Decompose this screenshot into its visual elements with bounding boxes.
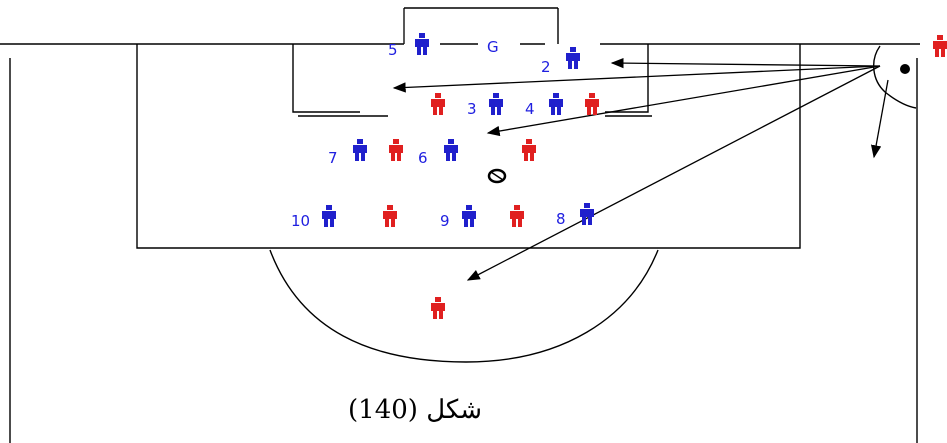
- arrow-to-penalty-spot: [486, 65, 881, 137]
- player-icon: [383, 205, 397, 227]
- player-red: [585, 93, 599, 115]
- player-blue-5: 5: [388, 33, 429, 59]
- player-number: 4: [525, 100, 535, 118]
- penalty-area: [136, 44, 801, 249]
- arrows: [392, 57, 889, 281]
- arrow-short-corner: [870, 79, 889, 159]
- player-red: [510, 205, 524, 227]
- player-icon: [415, 33, 429, 55]
- player-icon: [489, 93, 503, 115]
- penalty-arc: [269, 249, 659, 363]
- player-number: 10: [291, 212, 310, 230]
- goal-area-right: [605, 44, 649, 113]
- player-red: [431, 297, 445, 319]
- player-blue-3: 3: [467, 93, 503, 118]
- player-number: 5: [388, 41, 398, 59]
- player-red: [431, 93, 445, 115]
- player-icon: [585, 93, 599, 115]
- player-icon: [566, 47, 580, 69]
- goal-area-left: [292, 44, 360, 113]
- arrow-to-near-post: [610, 57, 881, 69]
- player-icon: [431, 297, 445, 319]
- player-red: [933, 35, 947, 57]
- player-blue-6: 6: [418, 139, 458, 167]
- player-icon: [389, 139, 403, 161]
- player-icon: [933, 35, 947, 57]
- player-icon: [510, 205, 524, 227]
- player-number: 9: [440, 212, 450, 230]
- player-icon: [444, 139, 458, 161]
- goalkeeper-label: G: [487, 38, 499, 56]
- player-red: [383, 205, 397, 227]
- player-blue-9: 9: [440, 205, 476, 230]
- player-blue-10: 10: [291, 205, 336, 230]
- player-number: 6: [418, 149, 428, 167]
- player-number: 2: [541, 58, 551, 76]
- corner-ball-icon: [900, 64, 910, 74]
- player-blue-4: 4: [525, 93, 563, 118]
- player-icon: [549, 93, 563, 115]
- player-icon: [322, 205, 336, 227]
- player-blue-2: 2: [541, 47, 580, 76]
- field-lines: [0, 7, 920, 443]
- arrow-to-goal-area: [392, 65, 881, 93]
- player-icon: [580, 203, 594, 225]
- player-blue-8: 8: [556, 203, 594, 228]
- ball-icon: [487, 168, 507, 184]
- player-icon: [353, 139, 367, 161]
- player-icon: [522, 139, 536, 161]
- player-icon: [431, 93, 445, 115]
- arrow-to-arc: [466, 65, 881, 281]
- player-number: 3: [467, 100, 477, 118]
- corner-arc: [873, 45, 917, 109]
- player-number: 8: [556, 210, 566, 228]
- player-red: [522, 139, 536, 161]
- figure-caption: شكل (140): [348, 395, 482, 425]
- player-blue-7: 7: [328, 139, 367, 167]
- player-red: [389, 139, 403, 161]
- player-number: 7: [328, 149, 338, 167]
- players-layer: 5 2 3 4 7 6 10 9 8: [291, 33, 947, 319]
- player-icon: [462, 205, 476, 227]
